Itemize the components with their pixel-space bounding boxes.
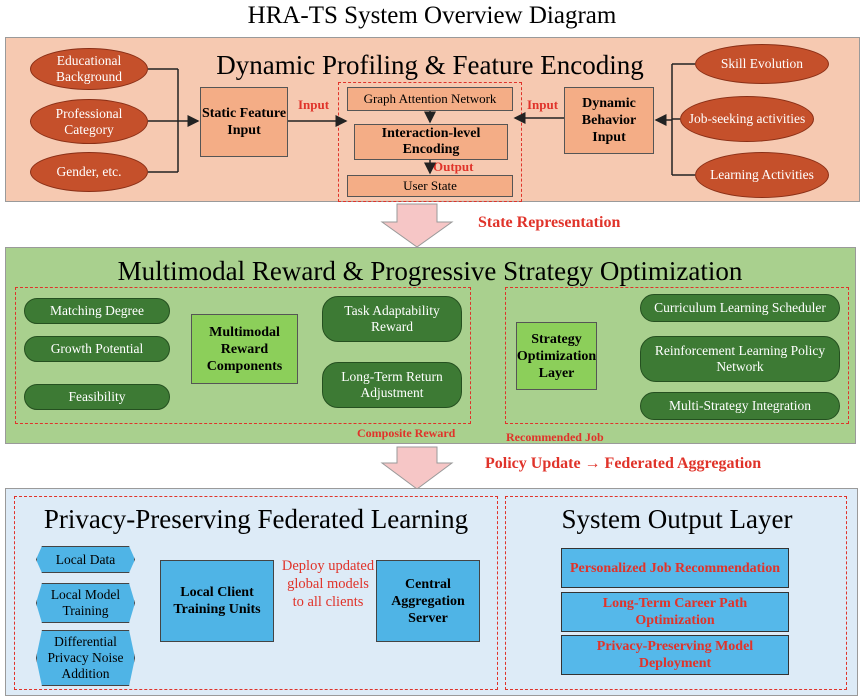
differential-privacy-item: Differential Privacy Noise Addition: [36, 630, 135, 686]
output-personalized-job-recommendation: Personalized Job Recommendation: [561, 548, 789, 588]
input-skill-evolution: Skill Evolution: [695, 44, 829, 84]
composite-reward-region: [15, 287, 471, 424]
federated-region: [14, 496, 498, 690]
pill-task-adaptability-reward: Task Adaptability Reward: [322, 296, 462, 342]
local-data-item: Local Data: [36, 546, 135, 573]
strategy-optimization-layer-box: Strategy Optimization Layer: [516, 322, 597, 390]
recommended-job-label: Recommended Job: [506, 430, 604, 444]
output-region: [505, 496, 847, 690]
dynamic-behavior-input-box: Dynamic Behavior Input: [564, 87, 654, 154]
pill-feasibility: Feasibility: [24, 384, 170, 410]
pill-multi-strategy-integration: Multi-Strategy Integration: [640, 392, 840, 420]
profiling-title: Dynamic Profiling & Feature Encoding: [216, 50, 644, 80]
static-feature-input-box: Static Feature Input: [200, 87, 288, 157]
state-representation-label: State Representation: [478, 214, 621, 231]
reward-title: Multimodal Reward & Progressive Strategy…: [117, 256, 743, 286]
composite-reward-label: Composite Reward: [357, 426, 456, 440]
user-state-box: User State: [347, 175, 513, 197]
pill-reinforcement-learning-policy-network: Reinforcement Learning Policy Network: [640, 336, 840, 382]
input-label-right: Input: [527, 97, 559, 112]
local-client-training-units-box: Local Client Training Units: [160, 560, 274, 642]
input-label-left: Input: [298, 97, 330, 112]
output-title: System Output Layer: [561, 504, 793, 534]
encoder-dashed-region: [338, 82, 522, 202]
strategy-region: [505, 287, 849, 424]
pill-long-term-return-adjustment: Long-Term Return Adjustment: [322, 362, 462, 408]
deploy-models-text: Deploy updated global models to all clie…: [281, 558, 375, 610]
input-professional-category: Professional Category: [30, 99, 148, 144]
diagram-title: HRA-TS System Overview Diagram: [247, 2, 617, 29]
central-aggregation-server-box: Central Aggregation Server: [376, 560, 480, 642]
federated-title: Privacy-Preserving Federated Learning: [43, 504, 469, 534]
output-label: Output: [433, 159, 474, 174]
multimodal-reward-components-box: Multimodal Reward Components: [191, 314, 298, 384]
input-gender: Gender, etc.: [30, 152, 148, 192]
input-job-seeking-activities: Job-seeking activities: [680, 96, 814, 142]
graph-attention-network-box: Graph Attention Network: [347, 87, 513, 111]
pill-growth-potential: Growth Potential: [24, 336, 170, 362]
output-privacy-preserving-deployment: Privacy-Preserving Model Deployment: [561, 635, 789, 675]
input-learning-activities: Learning Activities: [695, 152, 829, 198]
pill-curriculum-learning-scheduler: Curriculum Learning Scheduler: [640, 294, 840, 322]
pill-matching-degree: Matching Degree: [24, 298, 170, 324]
input-educational-background: Educational Background: [30, 48, 148, 90]
interaction-encoding-box: Interaction-level Encoding: [354, 124, 508, 160]
output-career-path-optimization: Long-Term Career Path Optimization: [561, 592, 789, 632]
policy-update-label: Policy Update → Federated Aggregation: [485, 455, 762, 472]
local-model-training-item: Local Model Training: [36, 583, 135, 623]
